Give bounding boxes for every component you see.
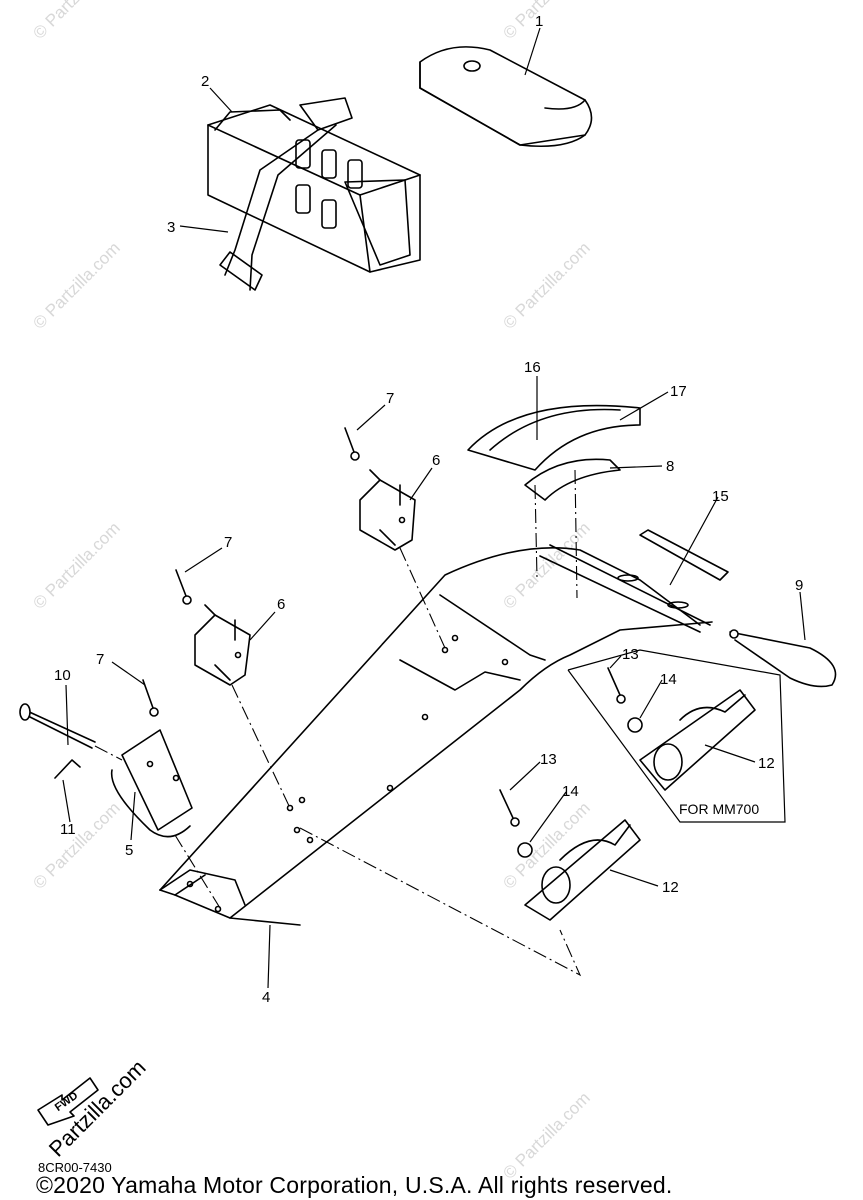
- callout-16: 16: [524, 359, 541, 376]
- part-12-bracket-lower: [524, 819, 641, 921]
- callout-15: 15: [712, 488, 729, 505]
- callout-13a: 13: [622, 646, 639, 663]
- callout-12b: 12: [662, 879, 679, 896]
- watermark: © Partzilla.com: [29, 238, 123, 332]
- part-12-bracket-upper: [639, 689, 756, 791]
- callout-8: 8: [666, 458, 674, 475]
- copyright-notice: ©2020 Yamaha Motor Corporation, U.S.A. A…: [36, 1172, 673, 1198]
- callout-6b: 6: [277, 596, 285, 613]
- leader-lines: [62, 27, 806, 989]
- callout-10: 10: [54, 667, 71, 684]
- part-14-nut-upper: [627, 717, 643, 733]
- callout-3: 3: [167, 219, 175, 236]
- watermark: © Partzilla.com: [29, 798, 123, 892]
- part-8-decal: [524, 458, 621, 501]
- watermark: © Partzilla.com: [499, 518, 593, 612]
- rail: [539, 544, 711, 633]
- alignment-lines: [174, 469, 582, 977]
- callout-13b: 13: [540, 751, 557, 768]
- part-7-screw-upper: [344, 427, 360, 461]
- watermark: © Partzilla.com: [499, 0, 593, 43]
- part-2-box: [207, 104, 421, 273]
- variant-note: FOR MM700: [679, 801, 759, 817]
- variant-outline: FOR MM700: [567, 649, 786, 823]
- callout-9: 9: [795, 577, 803, 594]
- callout-14a: 14: [660, 671, 677, 688]
- part-14-nut-lower: [517, 842, 533, 858]
- part-9-rod: [729, 629, 837, 688]
- part-7-screw-middle: [175, 569, 192, 605]
- part-13-screw-lower: [499, 789, 520, 827]
- watermark: © Partzilla.com: [499, 238, 593, 332]
- diagram-code: 8CR00-7430: [38, 1160, 112, 1175]
- callout-1: 1: [535, 13, 543, 30]
- callout-7a: 7: [386, 390, 394, 407]
- part-4-panel: [159, 547, 713, 926]
- part-5-hinge: [110, 729, 193, 838]
- callout-7c: 7: [96, 651, 104, 668]
- callouts: 1 2 3 4 5 6 6 7 7 7 8 9 10 11 12 12 13 1…: [54, 13, 803, 1006]
- part-6-clip-upper: [359, 469, 416, 551]
- part-15-bar: [639, 529, 729, 581]
- part-7-screw-lower: [142, 679, 159, 717]
- part-10-pin: [19, 703, 123, 761]
- callout-12a: 12: [758, 755, 775, 772]
- watermark: © Partzilla.com: [29, 518, 123, 612]
- callout-17: 17: [670, 383, 687, 400]
- part-3-strap: [219, 97, 353, 291]
- callout-4: 4: [262, 989, 270, 1006]
- callout-11: 11: [60, 821, 76, 838]
- callout-7b: 7: [224, 534, 232, 551]
- callout-6a: 6: [432, 452, 440, 469]
- watermark: © Partzilla.com: [29, 0, 123, 43]
- callout-14b: 14: [562, 783, 579, 800]
- part-16-17-decal: [467, 404, 641, 471]
- watermark: © Partzilla.com: [499, 1088, 593, 1182]
- callout-5: 5: [125, 842, 133, 859]
- part-13-screw-upper: [607, 667, 626, 704]
- part-11-clip: [54, 759, 81, 779]
- part-1-pouch: [419, 46, 593, 148]
- part-6-clip-lower: [194, 604, 251, 686]
- callout-2: 2: [201, 73, 209, 90]
